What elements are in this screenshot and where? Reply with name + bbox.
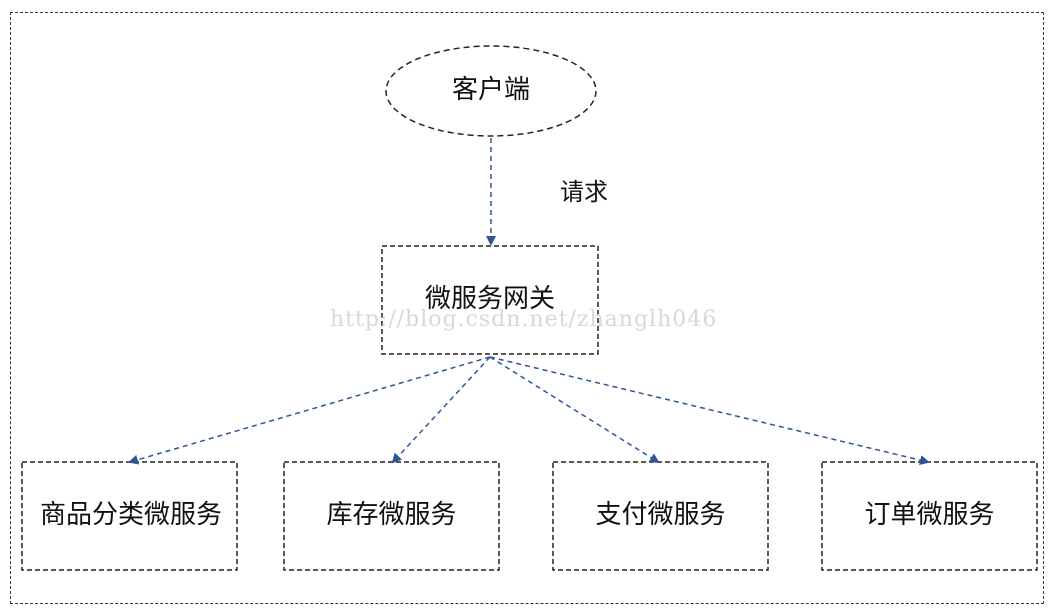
edge-gateway-to-payment — [489, 356, 660, 464]
service-node-shape-payment — [552, 461, 769, 571]
edge-gateway-to-inventory — [391, 356, 491, 464]
service-node-shape-inventory — [283, 461, 500, 571]
gateway-node-label: 微服务网关 — [424, 284, 555, 315]
service-node-shape-product — [21, 461, 238, 571]
service-node-label-payment: 支付微服务 — [595, 500, 726, 531]
edge-gateway-to-order — [489, 356, 930, 465]
watermark-text: http://blog.csdn.net/zhanglh046 — [330, 307, 718, 332]
edge-gateway-to-product — [128, 356, 491, 465]
service-node-label-product: 商品分类微服务 — [39, 500, 222, 531]
service-node-label-order: 订单微服务 — [864, 500, 995, 531]
request-edge-label: 请求 — [560, 178, 608, 206]
service-node-label-inventory: 库存微服务 — [326, 500, 457, 531]
client-node-shape — [385, 45, 597, 137]
gateway-node-shape — [381, 245, 599, 355]
service-node-shape-order — [821, 461, 1038, 571]
client-node-label: 客户端 — [451, 75, 530, 106]
diagram-frame — [10, 12, 1044, 604]
